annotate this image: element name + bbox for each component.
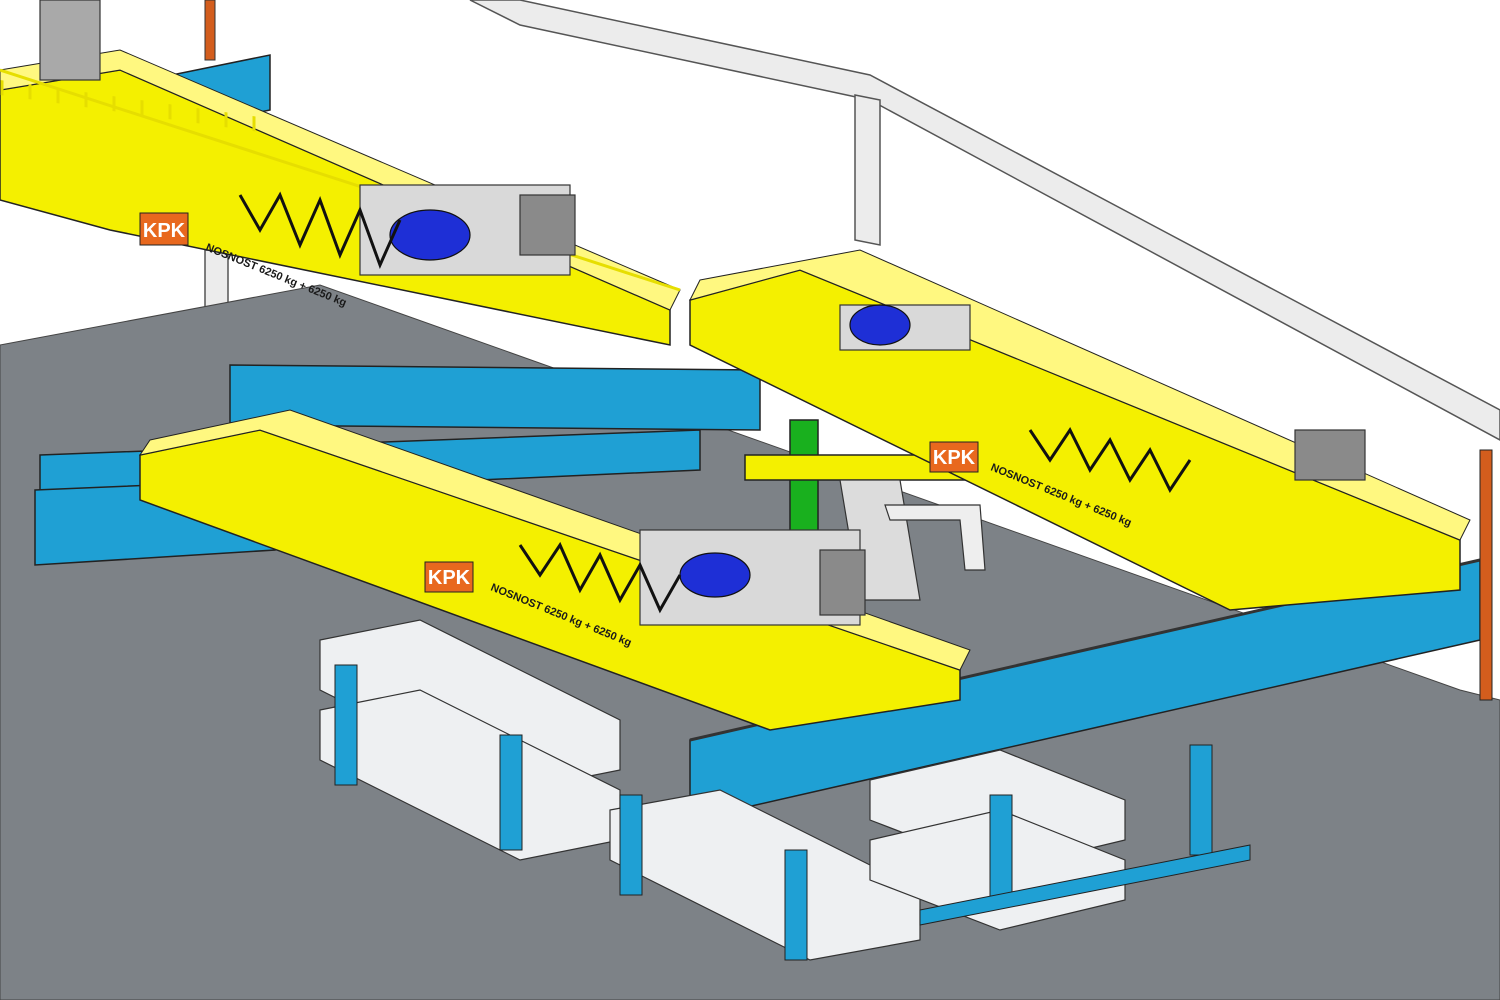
support-stands bbox=[334, 664, 1251, 961]
crane-top-left-logo: KPK bbox=[143, 220, 186, 242]
crane-front-logo: KPK bbox=[428, 567, 471, 589]
crane-right-logo: KPK bbox=[933, 447, 976, 469]
crane-right: KPK NOSNOST 6250 kg + 6250 kg bbox=[689, 249, 1471, 611]
orange-pillar bbox=[1479, 449, 1493, 701]
crane-top-left: KPK NOSNOST 6250 kg + 6250 kg bbox=[0, 0, 681, 346]
crane-front: KPK NOSNOST 6250 kg + 6250 kg bbox=[138, 409, 971, 731]
